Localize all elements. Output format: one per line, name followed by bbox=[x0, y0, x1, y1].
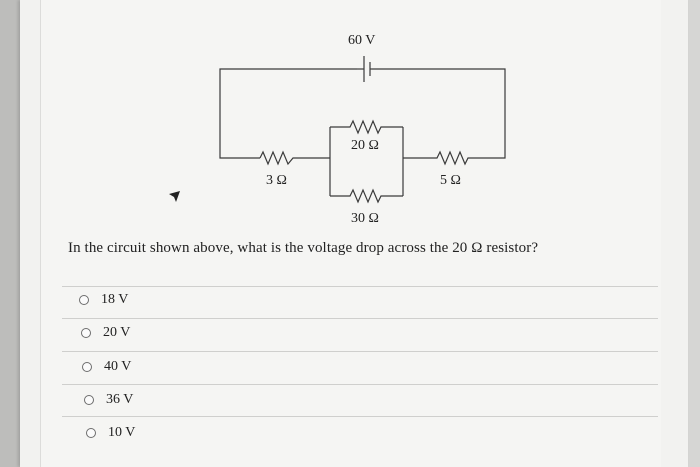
option-1[interactable]: 20 V bbox=[81, 325, 130, 341]
source-voltage-label: 60 V bbox=[348, 33, 375, 48]
resistor-20-zigzag bbox=[330, 119, 403, 135]
option-label: 20 V bbox=[103, 325, 131, 340]
resistor-5-zigzag bbox=[430, 150, 478, 166]
resistor-30-zigzag bbox=[330, 188, 403, 204]
option-3[interactable]: 36 V bbox=[84, 392, 133, 408]
divider bbox=[62, 351, 658, 352]
option-label: 10 V bbox=[108, 425, 136, 440]
resistor-3-zigzag bbox=[259, 150, 300, 166]
option-label: 36 V bbox=[106, 392, 134, 407]
radio-circle-icon[interactable] bbox=[84, 395, 94, 405]
mouse-pointer-icon bbox=[169, 191, 180, 202]
resistor-5-label: 5 Ω bbox=[440, 173, 461, 188]
radio-circle-icon[interactable] bbox=[82, 362, 92, 372]
divider bbox=[62, 416, 658, 417]
divider bbox=[62, 384, 658, 385]
wire-top-left bbox=[219, 68, 357, 159]
option-0[interactable]: 18 V bbox=[79, 292, 128, 308]
option-2[interactable]: 40 V bbox=[82, 359, 131, 375]
option-label: 18 V bbox=[101, 292, 129, 307]
question-panel bbox=[40, 0, 661, 467]
radio-circle-icon[interactable] bbox=[79, 295, 89, 305]
option-4[interactable]: 10 V bbox=[86, 425, 135, 441]
circuit-diagram: 60 V 20 Ω 3 Ω 5 Ω 30 Ω bbox=[219, 33, 506, 226]
question-text: In the circuit shown above, what is the … bbox=[68, 240, 539, 256]
radio-circle-icon[interactable] bbox=[81, 328, 91, 338]
divider bbox=[62, 318, 658, 319]
resistor-3-label: 3 Ω bbox=[266, 173, 287, 188]
option-label: 40 V bbox=[104, 359, 132, 374]
wire-top-right bbox=[372, 68, 506, 159]
radio-circle-icon[interactable] bbox=[86, 428, 96, 438]
divider bbox=[62, 286, 658, 287]
background-edge bbox=[0, 0, 20, 467]
resistor-30-label: 30 Ω bbox=[351, 211, 379, 226]
resistor-20-label: 20 Ω bbox=[351, 138, 379, 153]
